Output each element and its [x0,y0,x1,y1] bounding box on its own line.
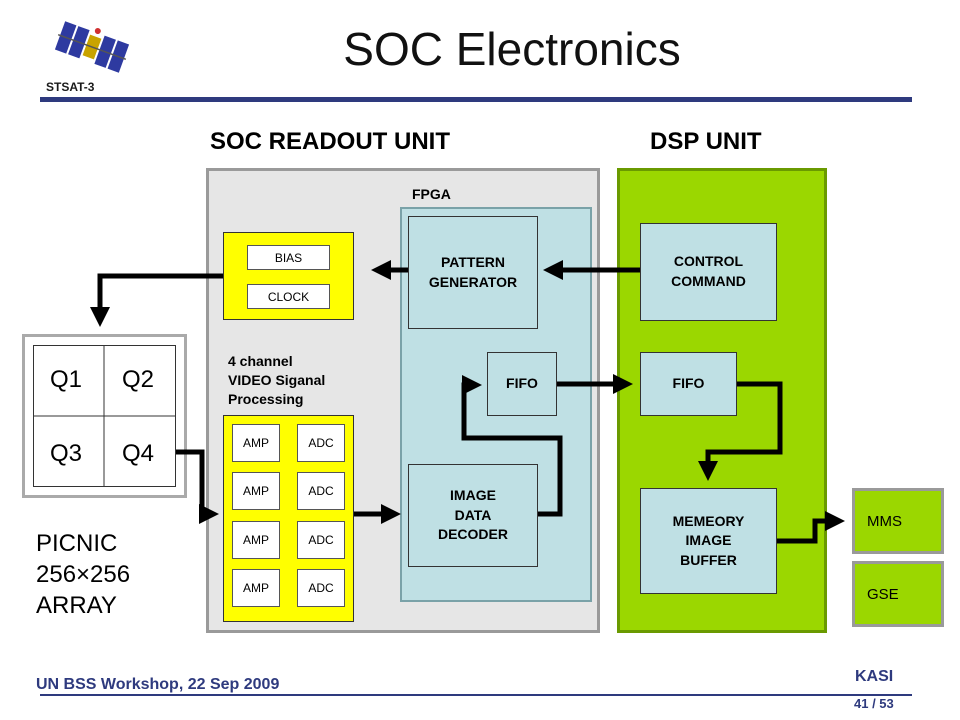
arrow-clock-to-detector [90,273,223,327]
bias-box: BIAS [247,245,330,270]
adc-box: ADC [297,472,345,510]
amp-box: AMP [232,521,280,559]
gse-box: GSE [852,561,944,627]
footer-org: KASI [855,668,894,685]
quadrant-q1: Q1 [50,366,83,393]
arrow-fifo-to-buffer [698,381,783,481]
footer-event: UN BSS Workshop, 22 Sep 2009 [36,676,280,693]
dsp-fifo-block: FIFO [640,352,737,416]
pattern-generator-block: PATTERN GENERATOR [408,216,538,329]
arrow-decoder-to-fifo [461,375,563,517]
arrow-detector-to-amps [176,449,219,524]
adc-box: ADC [297,521,345,559]
image-data-decoder-block: IMAGE DATA DECODER [408,464,538,567]
amp-box: AMP [232,424,280,462]
quadrant-q4: Q4 [122,440,155,467]
section-dsp-title: DSP UNIT [650,128,762,155]
fpga-label: FPGA [412,186,451,202]
video-processing-label: 4 channel VIDEO Siganal Processing [228,353,326,407]
detector-label: PICNIC 256×256 ARRAY [36,530,131,619]
mms-box: MMS [852,488,944,554]
memory-image-buffer-block: MEMEORY IMAGE BUFFER [640,488,777,594]
control-command-block: CONTROL COMMAND [640,223,777,321]
amp-box: AMP [232,569,280,607]
quadrant-q2: Q2 [122,366,155,393]
clock-box: CLOCK [247,284,330,309]
title-divider [40,97,912,102]
page-number: 41 / 53 [854,696,894,711]
fpga-fifo-block: FIFO [487,352,557,416]
quadrant-dividers [33,345,176,487]
amp-box: AMP [232,472,280,510]
satellite-logo-icon [54,21,130,73]
arrow-buffer-to-mms [777,511,845,544]
slide-title: SOC Electronics [343,23,681,75]
section-readout-title: SOC READOUT UNIT [210,128,450,155]
footer-divider [40,694,912,696]
adc-box: ADC [297,569,345,607]
adc-box: ADC [297,424,345,462]
quadrant-q3: Q3 [50,440,83,467]
org-label: STSAT-3 [46,80,95,94]
